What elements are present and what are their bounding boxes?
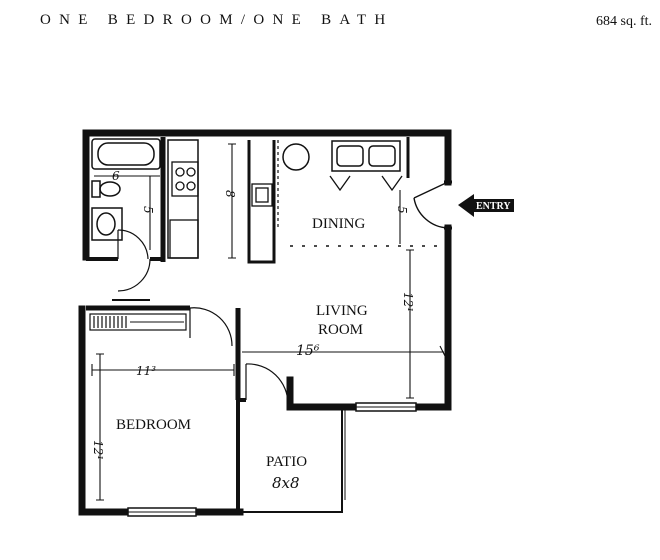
laundry-bifold-doors — [329, 175, 403, 192]
dining-depth-dimension: 5 — [395, 206, 409, 214]
kitchen-counter — [167, 139, 199, 259]
interior-walls — [86, 137, 410, 513]
living-width-dimension: 15⁶ — [296, 343, 320, 359]
living-room-label-line1: LIVING — [316, 303, 368, 319]
kitchen-sink — [251, 183, 273, 207]
exterior-walls — [78, 129, 452, 516]
refrigerator — [169, 219, 199, 259]
bathtub — [91, 138, 161, 170]
living-room-label-line2: ROOM — [318, 322, 363, 338]
hall-closet-door — [117, 258, 151, 292]
bathroom-sink — [91, 207, 123, 241]
living-depth-dimension: 12¹ — [401, 292, 415, 312]
plan-header: ONE BEDROOM/ONE BATH 684 sq. ft. — [0, 6, 660, 36]
square-footage: 684 sq. ft. — [596, 14, 652, 29]
patio-label: PATIO — [266, 454, 307, 470]
bedroom-door — [189, 307, 233, 347]
windows — [127, 402, 417, 517]
bedroom-closet — [89, 313, 187, 331]
bathroom-door — [117, 229, 149, 260]
patio-size-label: 8x8 — [272, 474, 300, 492]
water-heater — [282, 143, 310, 171]
bedroom-label: BEDROOM — [116, 417, 191, 433]
washer-dryer — [331, 140, 401, 172]
kitchen-width-dimension: 8 — [223, 190, 237, 198]
patio-door — [245, 363, 289, 405]
plan-title: ONE BEDROOM/ONE BATH — [40, 12, 394, 28]
toilet — [91, 180, 121, 198]
entry-arrow: ENTRY — [458, 194, 514, 217]
entry-label: ENTRY — [476, 201, 511, 212]
stove — [171, 161, 199, 197]
dining-label: DINING — [312, 216, 365, 232]
bath-width-dimension: 6 — [112, 169, 120, 183]
bedroom-width-dimension: 11³ — [136, 364, 156, 378]
entry-door — [413, 180, 452, 230]
bath-depth-dimension: 5 — [141, 206, 155, 214]
bedroom-depth-dimension: 12¹ — [91, 440, 105, 460]
dimension-lines — [91, 143, 447, 501]
